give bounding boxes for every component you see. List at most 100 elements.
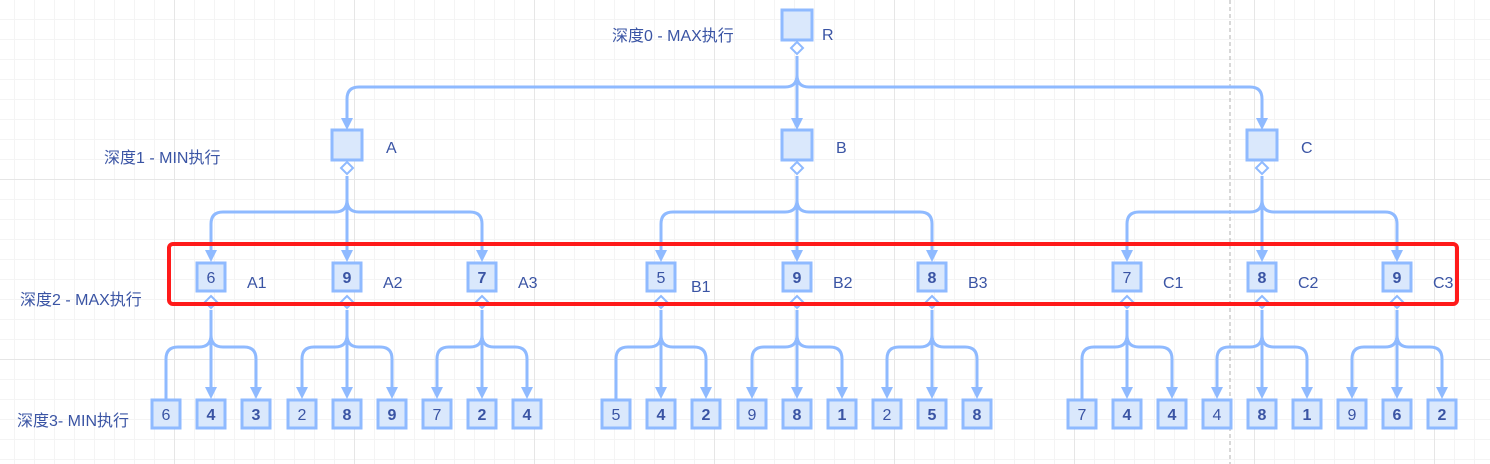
depth2-node-label: B3 xyxy=(968,275,988,292)
node-box xyxy=(781,261,813,293)
node-box xyxy=(511,398,543,430)
edge xyxy=(345,310,394,391)
node-value: 8 xyxy=(973,407,982,424)
node-box xyxy=(466,261,498,293)
depth2-node-B2: 9 xyxy=(781,261,813,293)
arrow-head-icon xyxy=(1211,387,1223,399)
node-box xyxy=(1381,398,1413,430)
node-value: 5 xyxy=(612,407,621,424)
node-box xyxy=(1246,398,1278,430)
arrow-head-icon xyxy=(1256,118,1268,130)
root-node xyxy=(780,8,814,42)
node-box xyxy=(466,398,498,430)
node-box xyxy=(781,398,813,430)
depth2-node-A1: 6 xyxy=(195,261,227,293)
node-value: 7 xyxy=(1123,270,1132,287)
node-box xyxy=(736,398,768,430)
edge xyxy=(209,310,258,391)
edge xyxy=(1080,310,1129,399)
node-value: 1 xyxy=(838,407,847,424)
arrow-head-icon xyxy=(1121,250,1133,262)
leaf-node: 7 xyxy=(1066,398,1098,430)
leaf-node: 9 xyxy=(736,398,768,430)
node-value: 2 xyxy=(702,407,711,424)
node-value: 5 xyxy=(928,407,937,424)
node-value: 6 xyxy=(1393,407,1402,424)
arrow-head-icon xyxy=(971,387,983,399)
depth1-node-label: A xyxy=(386,140,397,157)
node-box xyxy=(1111,398,1143,430)
edge xyxy=(435,310,484,391)
depth1-node-C xyxy=(1245,128,1279,162)
diamond-connector-icon xyxy=(789,160,805,176)
arrow-head-icon xyxy=(1256,250,1268,262)
depth2-node-C1: 7 xyxy=(1111,261,1143,293)
arrow-head-icon xyxy=(1391,387,1403,399)
node-box xyxy=(916,261,948,293)
arrow-head-icon xyxy=(655,250,667,262)
node-box xyxy=(1381,261,1413,293)
node-value: 4 xyxy=(1123,407,1132,424)
leaf-node: 4 xyxy=(645,398,677,430)
node-box xyxy=(690,398,722,430)
edge xyxy=(1215,310,1264,391)
node-box xyxy=(871,398,903,430)
node-box xyxy=(826,398,858,430)
arrow-head-icon xyxy=(791,250,803,262)
depth2-node-label: B1 xyxy=(691,279,711,296)
node-box xyxy=(780,128,814,162)
leaf-node: 5 xyxy=(916,398,948,430)
edge xyxy=(1125,310,1174,391)
edge xyxy=(750,310,799,391)
leaf-node: 6 xyxy=(1381,398,1413,430)
depth3-label: 深度3- MIN执行 xyxy=(17,413,130,430)
node-box xyxy=(645,398,677,430)
node-box xyxy=(1245,128,1279,162)
node-box xyxy=(331,261,363,293)
leaf-node: 9 xyxy=(1336,398,1368,430)
edge xyxy=(345,56,799,122)
leaf-node: 4 xyxy=(1201,398,1233,430)
node-box xyxy=(1426,398,1458,430)
node-value: 9 xyxy=(748,407,757,424)
node-value: 7 xyxy=(1078,407,1087,424)
leaf-node: 8 xyxy=(961,398,993,430)
node-value: 2 xyxy=(883,407,892,424)
node-value: 8 xyxy=(1258,407,1267,424)
arrow-head-icon xyxy=(521,387,533,399)
node-box xyxy=(600,398,632,430)
leaf-node: 8 xyxy=(331,398,363,430)
edge xyxy=(614,310,663,399)
depth1-node-B xyxy=(780,128,814,162)
leaf-node: 9 xyxy=(376,398,408,430)
diamond-connector-icon xyxy=(789,40,805,56)
leaf-node: 4 xyxy=(1156,398,1188,430)
node-box xyxy=(330,128,364,162)
arrow-head-icon xyxy=(431,387,443,399)
node-box xyxy=(1156,398,1188,430)
node-box xyxy=(150,398,182,430)
edge xyxy=(345,176,484,254)
node-value: 9 xyxy=(1393,270,1402,287)
leaf-node: 8 xyxy=(1246,398,1278,430)
arrow-head-icon xyxy=(341,387,353,399)
leaf-node: 4 xyxy=(1111,398,1143,430)
depth0-label: 深度0 - MAX执行 xyxy=(612,28,734,45)
depth1-label: 深度1 - MIN执行 xyxy=(104,150,221,167)
depth1-node-label: B xyxy=(836,140,847,157)
leaf-node: 2 xyxy=(690,398,722,430)
root-node-label: R xyxy=(822,27,834,44)
edge xyxy=(300,310,349,391)
highlight-depth2-box xyxy=(167,242,1459,306)
arrow-head-icon xyxy=(700,387,712,399)
node-box xyxy=(1291,398,1323,430)
edge xyxy=(795,310,844,391)
depth2-node-A2: 9 xyxy=(331,261,363,293)
arrow-head-icon xyxy=(205,250,217,262)
edge xyxy=(1350,310,1399,391)
arrow-head-icon xyxy=(476,387,488,399)
arrow-head-icon xyxy=(1256,387,1268,399)
arrow-head-icon xyxy=(926,387,938,399)
arrow-head-icon xyxy=(1346,387,1358,399)
depth2-node-label: A3 xyxy=(518,275,538,292)
